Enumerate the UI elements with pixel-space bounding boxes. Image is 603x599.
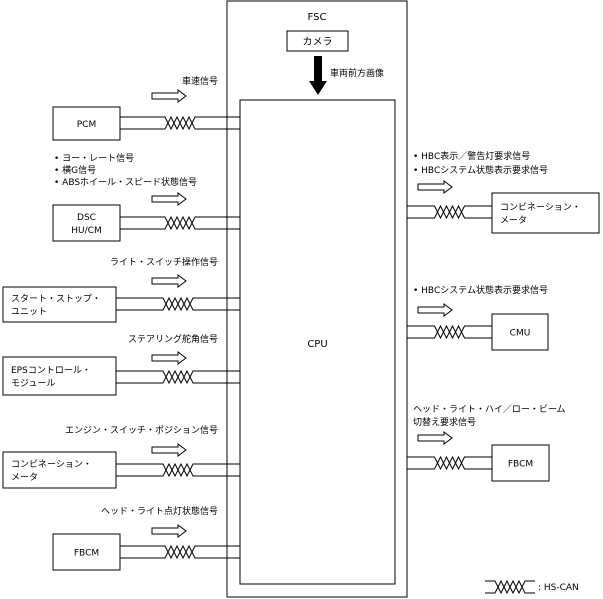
dsc-can-cable xyxy=(120,215,240,231)
cmu-signal-arrow xyxy=(417,303,453,317)
left-unit-pcm: PCM 車速信号 xyxy=(52,75,240,141)
start-stop-signal-label: ライト・スイッチ操作信号 xyxy=(110,256,218,268)
fbcm-left-signal-arrow xyxy=(151,524,187,538)
cmu-signal-label: • HBCシステム状態表示要求信号 xyxy=(413,284,548,296)
cpu-label: CPU xyxy=(307,339,327,350)
legend-label: : HS-CAN xyxy=(538,583,579,593)
combination-meter-left-can-cable xyxy=(116,462,240,478)
cmu-label-line: CMU xyxy=(510,329,531,339)
combination-meter-right-signal-label: • HBC表示／警告灯要求信号 xyxy=(413,150,530,162)
camera-label: カメラ xyxy=(303,36,333,48)
combination-meter-right-label-line: コンビネーション・ xyxy=(500,202,581,213)
left-connected-units: PCM 車速信号 DSC HU/CM • ヨー・レート信号• 横G信号• ABSホイール… xyxy=(2,75,240,571)
fbcm-right-signal-label: 切替え要求信号 xyxy=(413,416,476,428)
eps-can-cable xyxy=(116,369,240,385)
right-connected-units: コンビネーション・メータ • HBC表示／警告灯要求信号 • HBCシステム状態表示… xyxy=(407,150,600,482)
dsc-box xyxy=(52,204,121,242)
combination-meter-left-signal-arrow xyxy=(151,443,187,457)
pcm-label-line: PCM xyxy=(77,120,96,130)
cpu-box xyxy=(239,99,396,585)
left-unit-start-stop: スタート・ストップ・ユニット ライト・スイッチ操作信号 xyxy=(2,256,240,323)
fbcm-right-label-line: FBCM xyxy=(508,460,533,470)
pcm-signal-arrow xyxy=(151,89,187,103)
combination-meter-right-label-line: メータ xyxy=(500,215,527,226)
left-unit-fbcm-left: FBCM ヘッド・ライト点灯状態信号 xyxy=(52,505,240,571)
start-stop-box xyxy=(2,286,117,323)
right-unit-combination-meter-right: コンビネーション・メータ • HBC表示／警告灯要求信号 • HBCシステム状態表示… xyxy=(407,150,600,234)
dsc-signal-label: • ヨー・レート信号 xyxy=(54,152,134,164)
cmu-can-cable xyxy=(407,324,492,340)
dsc-signal-label: • ABSホイール・スピード状態信号 xyxy=(54,176,197,188)
combination-meter-right-box xyxy=(491,192,600,234)
eps-signal-arrow xyxy=(151,351,187,365)
eps-signal-label: ステアリング舵角信号 xyxy=(128,333,218,345)
fbcm-right-can-cable xyxy=(407,455,492,471)
fbcm-left-label-line: FBCM xyxy=(74,549,99,559)
eps-label-line: EPSコントロール・ xyxy=(11,366,91,376)
right-unit-cmu: CMU • HBCシステム状態表示要求信号 xyxy=(407,284,549,351)
camera-image-arrow xyxy=(309,56,327,95)
dsc-signal-label: • 横G信号 xyxy=(54,164,96,176)
camera-box xyxy=(286,30,349,52)
dsc-label-line: DSC xyxy=(77,213,96,223)
fbcm-left-can-cable xyxy=(120,544,240,560)
start-stop-can-cable xyxy=(116,296,240,312)
start-stop-signal-arrow xyxy=(151,274,187,288)
start-stop-label-line: ユニット xyxy=(11,308,47,318)
hs-can-legend: : HS-CAN xyxy=(485,579,579,595)
camera-signal-label: 車両前方画像 xyxy=(330,67,384,79)
fbcm-right-box xyxy=(491,444,550,482)
legend-can-cable xyxy=(485,579,535,595)
cmu-box xyxy=(491,313,549,351)
combination-meter-left-label-line: メータ xyxy=(11,472,38,483)
fbcm-right-signal-label: ヘッド・ライト・ハイ／ロー・ビーム xyxy=(413,404,566,415)
fsc-label: FSC xyxy=(308,12,327,23)
combination-meter-right-signal-arrow xyxy=(417,180,453,194)
left-unit-eps: EPSコントロール・モジュール ステアリング舵角信号 xyxy=(2,333,240,396)
combination-meter-left-box xyxy=(2,451,117,489)
fbcm-left-signal-label: ヘッド・ライト点灯状態信号 xyxy=(101,505,218,517)
combination-meter-right-signal-label: • HBCシステム状態表示要求信号 xyxy=(413,164,548,176)
eps-label-line: モジュール xyxy=(11,379,55,389)
combination-meter-left-signal-label: エンジン・スイッチ・ポジション信号 xyxy=(65,424,218,436)
start-stop-label-line: スタート・ストップ・ xyxy=(11,294,101,305)
eps-box xyxy=(2,356,117,396)
pcm-can-cable xyxy=(120,115,240,131)
left-unit-dsc: DSC HU/CM • ヨー・レート信号• 横G信号• ABSホイール・スピード状態… xyxy=(52,152,240,242)
pcm-box xyxy=(52,106,121,141)
combination-meter-right-can-cable xyxy=(407,204,492,220)
combination-meter-left-label-line: コンビネーション・ xyxy=(11,459,92,470)
dsc-label-line: HU/CM xyxy=(71,226,101,236)
pcm-signal-label: 車速信号 xyxy=(182,75,218,87)
dsc-signal-arrow xyxy=(151,192,187,206)
fbcm-right-signal-arrow xyxy=(417,431,453,445)
fbcm-left-box xyxy=(52,533,121,571)
left-unit-combination-meter-left: コンビネーション・メータ エンジン・スイッチ・ポジション信号 xyxy=(2,424,240,489)
